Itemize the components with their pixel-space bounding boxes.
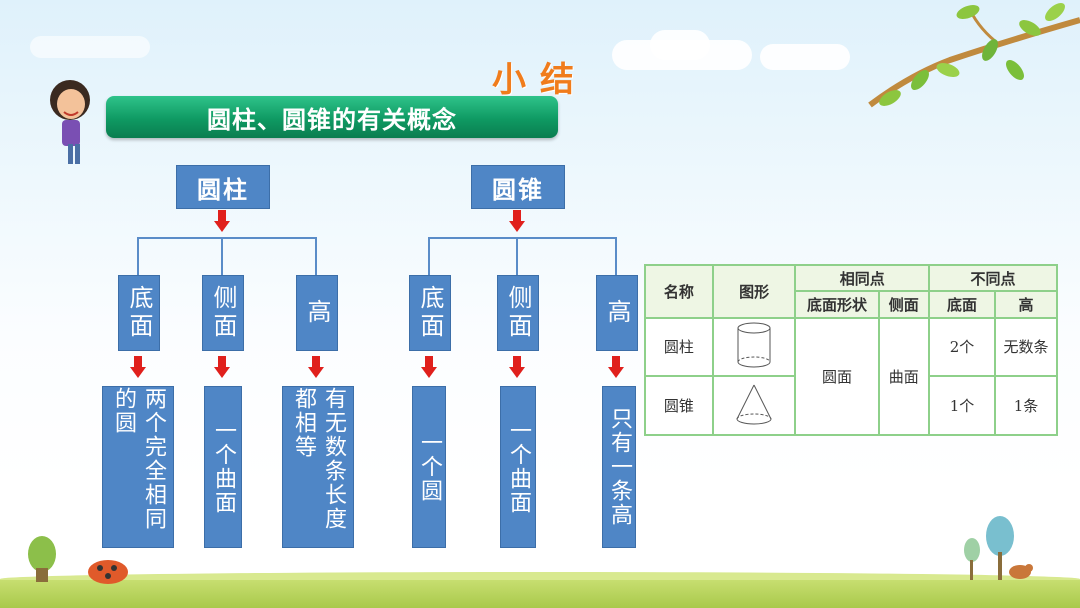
table-header-name: 名称 <box>644 264 714 319</box>
table-header-same: 相同点 <box>794 263 931 293</box>
cone-icon <box>736 384 772 425</box>
table-header-diff: 不同点 <box>928 263 1058 293</box>
cylinder-head-box: 圆柱 <box>176 165 270 209</box>
ladybug-icon <box>88 560 128 584</box>
table-cell-cylinder-figure <box>711 316 797 378</box>
connector-line <box>516 237 518 275</box>
connector-line <box>221 237 223 275</box>
down-arrow-icon <box>509 210 525 232</box>
cloud <box>760 44 850 70</box>
cloud <box>650 30 710 60</box>
section-banner: 圆柱、圆锥的有关概念 <box>106 96 558 138</box>
ground <box>0 580 1080 608</box>
table-header-shape: 图形 <box>711 264 797 319</box>
cone-detail-base: 一个圆 <box>412 386 446 548</box>
table-cell-row1-height: 无数条 <box>993 316 1059 378</box>
cylinder-icon <box>737 322 771 368</box>
table-cell-row2-name: 圆锥 <box>644 375 714 436</box>
cone-detail-height: 只有一条高 <box>602 386 636 548</box>
down-arrow-icon <box>421 356 437 378</box>
table-subheader-side: 侧面 <box>877 290 931 319</box>
table-subheader-base: 底面 <box>928 290 996 319</box>
tree-branch-decoration <box>868 3 1080 108</box>
table-subheader-height: 高 <box>993 290 1059 319</box>
table-cell-row2-height: 1条 <box>993 375 1059 436</box>
table-cell-row2-base: 1个 <box>928 375 996 436</box>
down-arrow-icon <box>214 356 230 378</box>
small-tree-icon <box>28 536 56 582</box>
connector-line <box>615 237 617 275</box>
cloud <box>30 36 150 58</box>
cylinder-part-height: 高 <box>296 275 338 351</box>
girl-character-icon <box>50 80 90 164</box>
table-cell-cone-figure <box>711 375 797 436</box>
cylinder-detail-base: 两个完全相同的圆 <box>102 386 174 548</box>
cylinder-part-side: 侧面 <box>202 275 244 351</box>
cylinder-detail-side: 一个曲面 <box>204 386 242 548</box>
connector-line <box>137 237 139 275</box>
down-arrow-icon <box>130 356 146 378</box>
connector-line <box>137 237 317 239</box>
cone-part-base: 底面 <box>409 275 451 351</box>
down-arrow-icon <box>214 210 230 232</box>
connector-line <box>428 237 430 275</box>
table-cell-row1-base: 2个 <box>928 316 996 378</box>
cylinder-detail-height: 有无数条长度都相等 <box>282 386 354 548</box>
down-arrow-icon <box>509 356 525 378</box>
down-arrow-icon <box>308 356 324 378</box>
trees-icon <box>964 516 1014 580</box>
cone-part-side: 侧面 <box>497 275 539 351</box>
cylinder-part-base: 底面 <box>118 275 160 351</box>
bird-icon <box>1009 564 1033 579</box>
table-cell-same-base-shape: 圆面 <box>794 316 880 437</box>
down-arrow-icon <box>608 356 624 378</box>
comparison-table: 名称 图形 相同点 不同点 底面形状 侧面 底面 高 圆柱 圆面 曲面 2个 无… <box>644 263 1059 437</box>
cone-head-box: 圆锥 <box>471 165 565 209</box>
connector-line <box>315 237 317 275</box>
page-title: 小结 <box>492 60 588 100</box>
table-cell-same-side: 曲面 <box>877 316 931 437</box>
table-subheader-base-shape: 底面形状 <box>794 290 880 319</box>
connector-line <box>428 237 617 239</box>
table-cell-row1-name: 圆柱 <box>644 316 714 378</box>
cone-part-height: 高 <box>596 275 638 351</box>
cone-detail-side: 一个曲面 <box>500 386 536 548</box>
